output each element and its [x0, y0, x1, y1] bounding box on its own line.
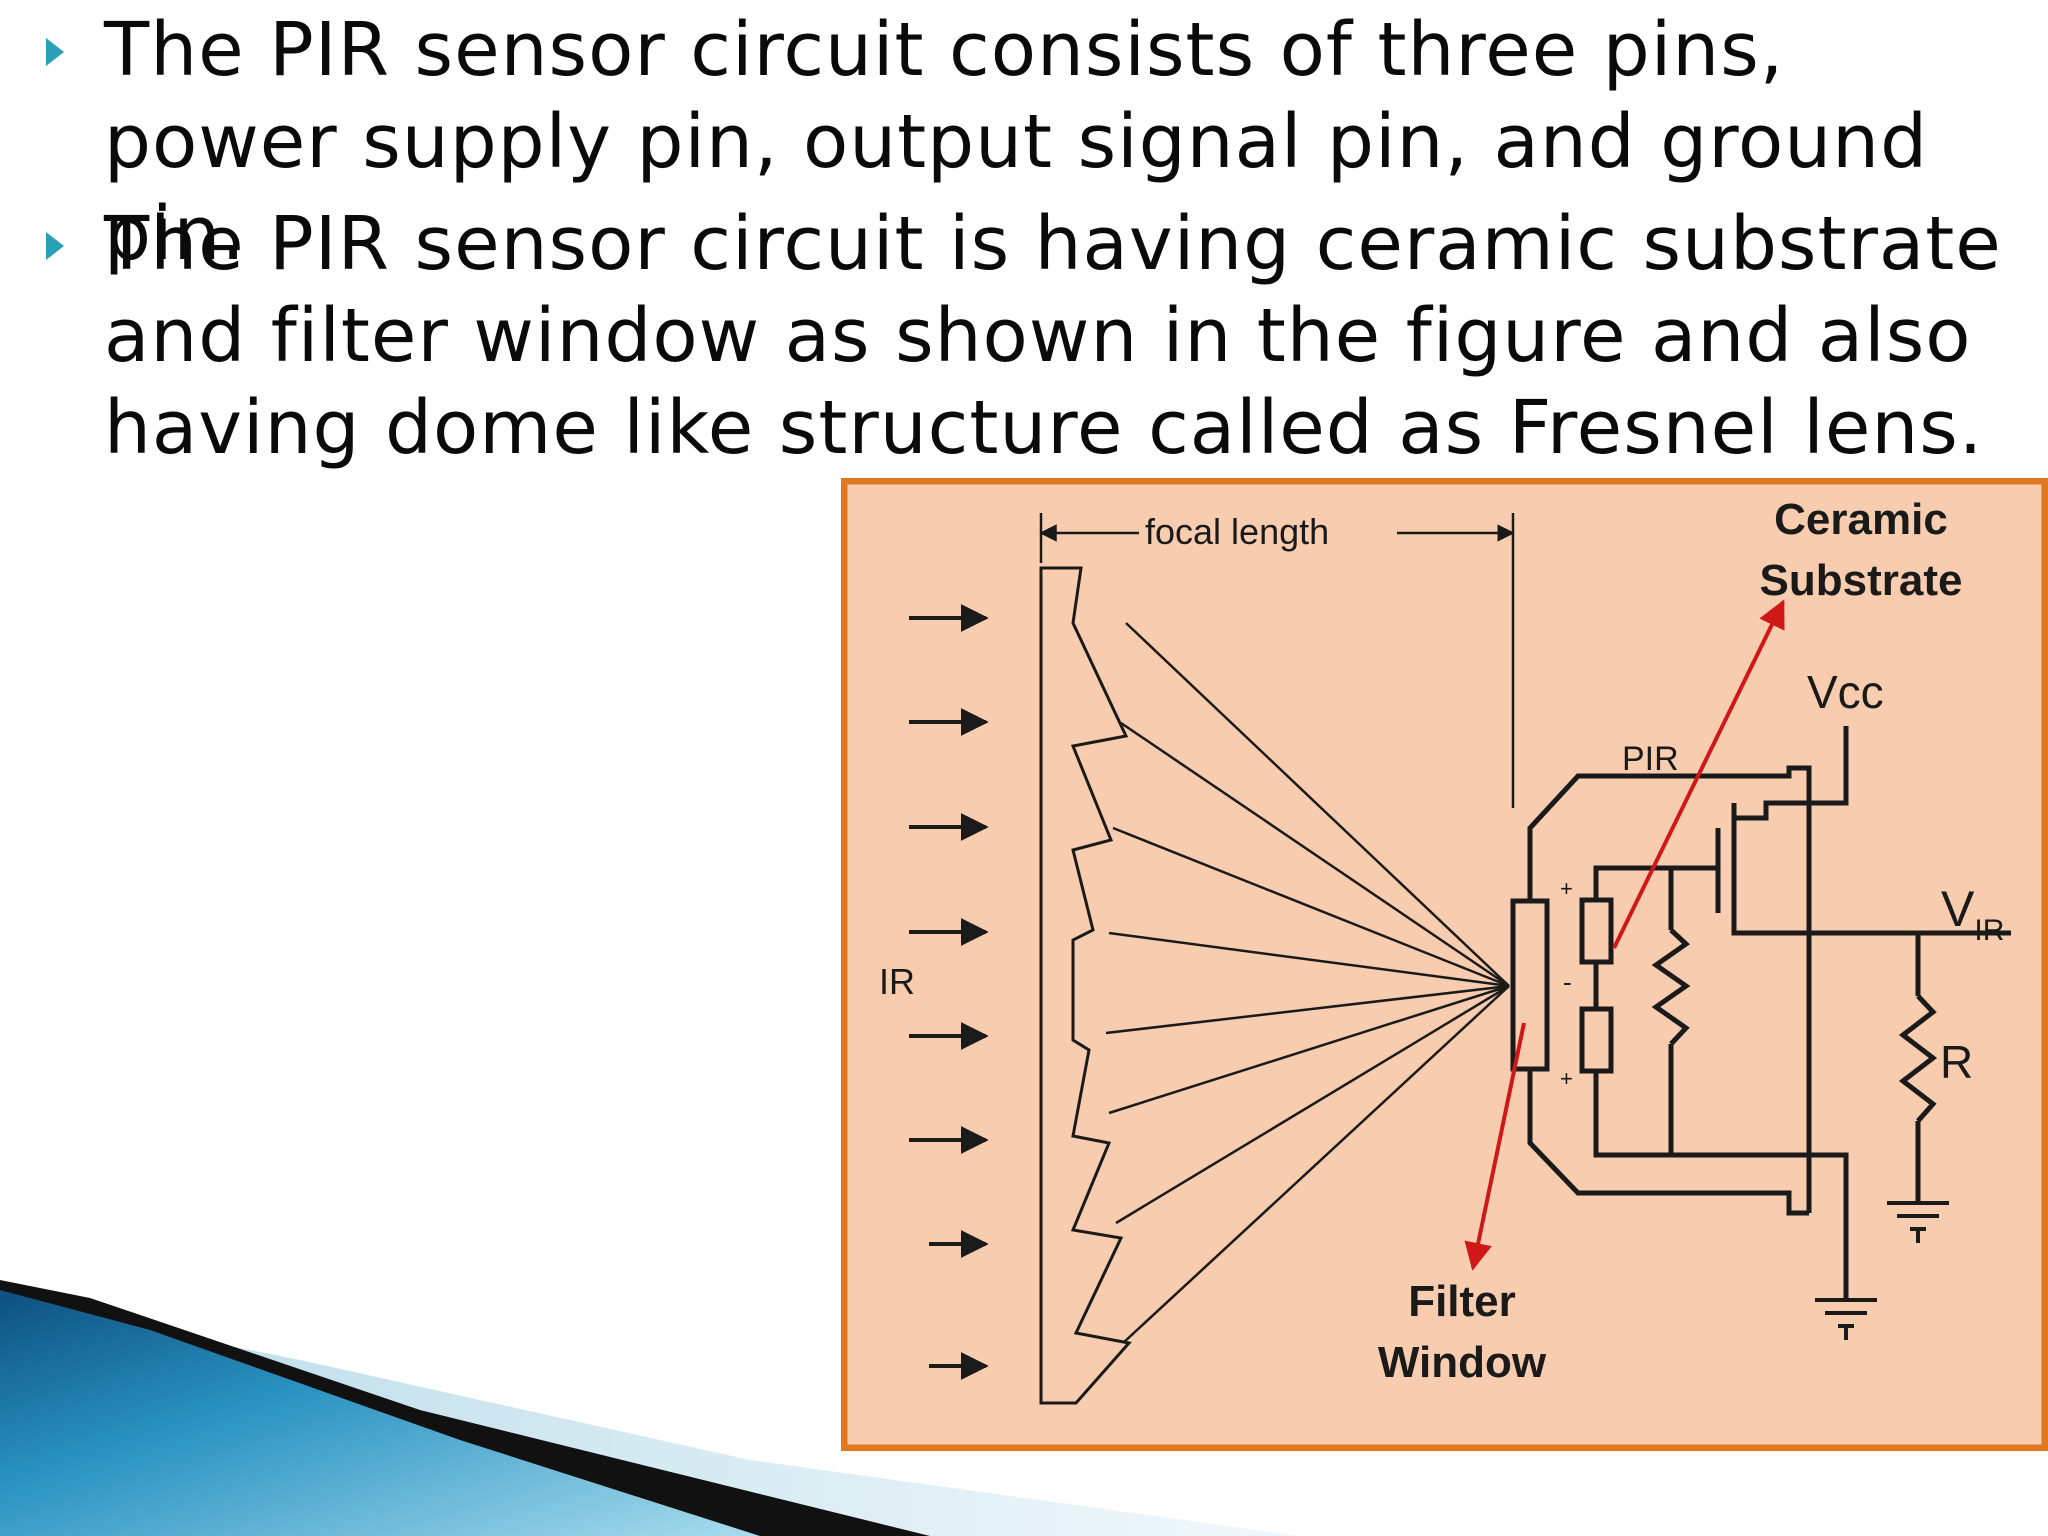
bullet-triangle-icon: [46, 232, 64, 260]
wire-bottom: [1593, 1071, 1849, 1300]
bullet-text: The PIR sensor circuit is having ceramic…: [104, 201, 2002, 471]
package-outline-bottom: [1527, 1069, 1809, 1216]
ground-symbol-bottom: [1815, 1298, 1877, 1340]
focal-length-label: focal length: [1145, 511, 1329, 552]
filter-label-line1: Filter: [1408, 1277, 1516, 1326]
filter-pointer-arrow: [1464, 1022, 1526, 1271]
shunt-resistor: [1651, 928, 1691, 1046]
ir-label: IR: [879, 961, 915, 1002]
wire-top: [1593, 865, 1718, 900]
ceramic-label-line2: Substrate: [1760, 556, 1963, 605]
bullet-text: The PIR sensor circuit consists of three…: [104, 7, 1929, 277]
ceramic-pointer-arrow: [1612, 599, 1785, 949]
ground-symbol-right: [1887, 1201, 1949, 1243]
load-resistor: [1898, 994, 1938, 1123]
plus-top-label: +: [1560, 876, 1573, 901]
pir-circuit: [1510, 726, 2011, 1300]
fresnel-lens: [1039, 566, 1132, 1405]
filter-label-line2: Window: [1378, 1338, 1547, 1387]
plus-bottom-label: +: [1560, 1066, 1573, 1091]
slide-decoration: [0, 1280, 1300, 1536]
package-outline-top: [1527, 765, 1812, 1213]
fet-drain: [1734, 726, 1849, 821]
fet-source: [1731, 918, 2011, 936]
blue-swoosh: [0, 1290, 760, 1536]
ceramic-label-line1: Ceramic: [1774, 495, 1948, 544]
ray-lines: [1105, 622, 1510, 1344]
vir-label: VIR: [1941, 881, 2004, 947]
vcc-label: Vcc: [1807, 666, 1884, 718]
minus-mid-label: -: [1563, 967, 1572, 997]
pir-sensor-figure: IR focal length: [841, 478, 2048, 1451]
pir-label: PIR: [1622, 740, 1679, 778]
ir-arrows: [909, 604, 989, 1380]
bullet-triangle-icon: [46, 38, 64, 66]
focal-length-dimension: [1039, 513, 1515, 808]
r-label: R: [1940, 1036, 1973, 1088]
